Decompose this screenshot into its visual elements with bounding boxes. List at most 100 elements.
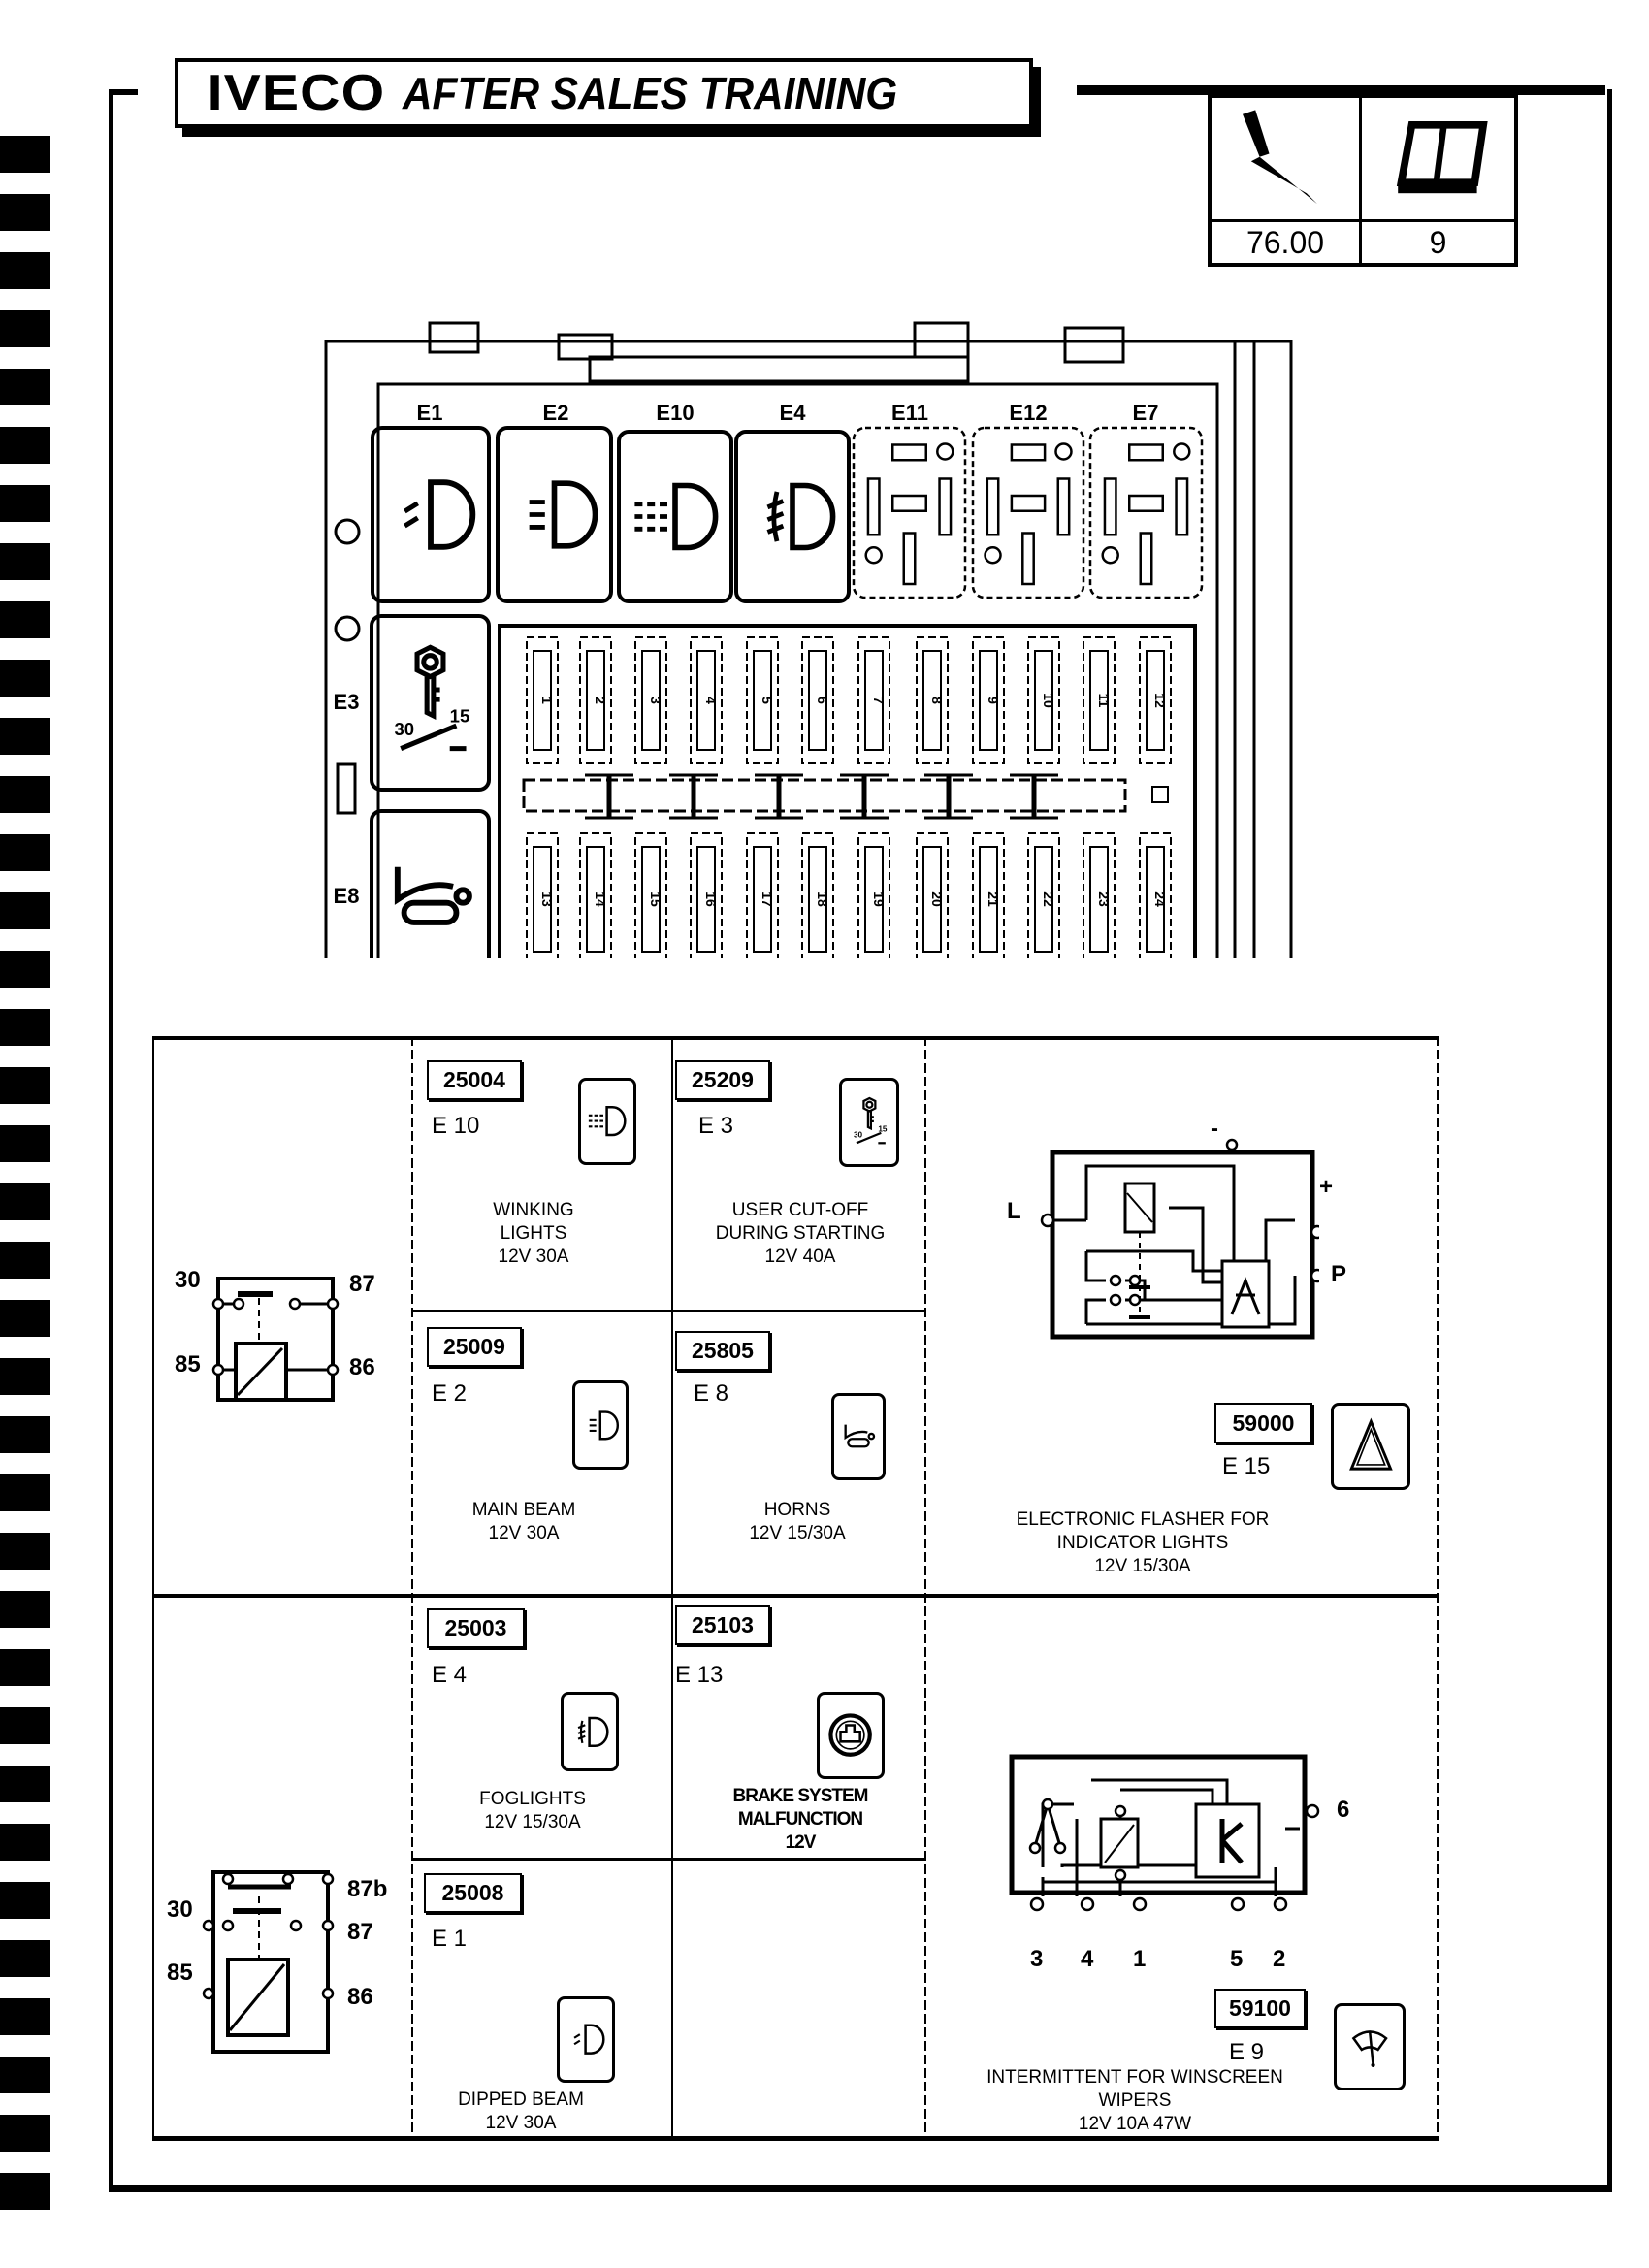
slot-label: E3 — [334, 690, 360, 714]
fuse-number: 14 — [593, 891, 608, 907]
slot-label: E10 — [656, 401, 694, 425]
description-line: 12V 30A — [498, 1247, 569, 1267]
description-line: WINKING — [493, 1200, 574, 1220]
relay-socket-e11 — [852, 426, 967, 599]
terminal-label: 86 — [349, 1354, 375, 1380]
brake-system-icon — [828, 1713, 873, 1758]
terminal-label: 87 — [349, 1271, 375, 1297]
table-gridline — [671, 1036, 673, 2140]
binding-tab — [0, 1882, 50, 1919]
hazard-triangle-icon — [1348, 1417, 1393, 1471]
fuse-8: 8 — [916, 636, 949, 764]
lightning-bolt-icon — [1212, 98, 1362, 222]
fuse-panel — [498, 624, 1197, 958]
description-line: 12V 30A — [488, 1523, 560, 1543]
bus-bar — [522, 778, 1127, 813]
terminal-label: 87b — [347, 1876, 388, 1902]
svg-text:15: 15 — [450, 706, 470, 727]
binding-tab — [0, 136, 50, 173]
fuse-number: 22 — [1041, 891, 1056, 907]
fuse-number: 3 — [648, 697, 663, 704]
fuse-2: 2 — [579, 636, 612, 764]
table-gridline — [152, 2136, 1439, 2141]
svg-text:30: 30 — [394, 719, 414, 739]
binding-tab — [0, 252, 50, 289]
fuse-number: 20 — [929, 891, 945, 907]
relay-code: 59000 — [1214, 1403, 1312, 1443]
binding-tab — [0, 485, 50, 522]
fuse-7: 7 — [857, 636, 890, 764]
relay-icon-box — [817, 1692, 885, 1779]
binding-tab — [0, 1998, 50, 2035]
fuse-15: 15 — [634, 832, 667, 958]
winking-lights-relay-socket — [617, 430, 733, 603]
binding-tab — [0, 310, 50, 347]
fuse-18: 18 — [801, 832, 834, 958]
svg-text:15: 15 — [878, 1124, 888, 1133]
binding-tab — [0, 1766, 50, 1802]
fuse-number: 21 — [986, 891, 1001, 907]
relay-socket-e12 — [971, 426, 1085, 599]
binding-tab — [0, 1067, 50, 1104]
fuse-number: 16 — [703, 891, 719, 907]
relay-icon-box — [831, 1393, 886, 1480]
terminal-label: 1 — [1133, 1946, 1147, 1972]
relay-position: E 15 — [1222, 1453, 1271, 1479]
fuse-17: 17 — [746, 832, 779, 958]
description-line: FOGLIGHTS — [479, 1789, 586, 1809]
winking-lights-icon — [634, 482, 719, 551]
fuse-5: 5 — [746, 636, 779, 764]
slot-label: E7 — [1133, 401, 1159, 425]
dipped-beam-icon — [404, 479, 476, 550]
fuse-number: 1 — [539, 697, 555, 704]
description-line: ELECTRONIC FLASHER FOR — [1016, 1509, 1270, 1530]
fuse-24: 24 — [1139, 832, 1172, 958]
relay-icon-box — [561, 1692, 619, 1771]
description-line: DIPPED BEAM — [458, 2090, 584, 2110]
relay-position: E 10 — [432, 1113, 480, 1139]
ignition-key-relay-socket: 30 15 — [370, 614, 491, 792]
dipped-beam-relay-socket — [371, 426, 491, 603]
section-number: 76.00 — [1212, 222, 1362, 263]
main-beam-icon — [529, 480, 598, 549]
slot-label: E1 — [417, 401, 443, 425]
table-gridline — [411, 1310, 926, 1312]
fuse-3: 3 — [634, 636, 667, 764]
fuse-1: 1 — [526, 636, 559, 764]
binding-tab — [0, 1707, 50, 1744]
binding-tab — [0, 718, 50, 755]
binding-tab — [0, 601, 50, 638]
fuse-number: 9 — [986, 697, 1001, 704]
binding-tab — [0, 776, 50, 813]
horn-icon — [844, 1425, 876, 1448]
fuse-number: 5 — [760, 697, 775, 704]
terminal-label: 86 — [347, 1984, 373, 2010]
wiper-icon — [1351, 2030, 1388, 2068]
fuse-11: 11 — [1083, 636, 1116, 764]
relay-socket-e7 — [1088, 426, 1204, 599]
terminal-label: 4 — [1081, 1946, 1094, 1972]
table-gridline — [152, 1036, 1439, 1040]
slot-label: E4 — [780, 401, 807, 425]
fuse-number: 10 — [1041, 693, 1056, 708]
fuse-number: 24 — [1152, 891, 1168, 907]
header-banner: IVECO AFTER SALES TRAINING — [175, 58, 1033, 128]
horn-relay-socket — [370, 809, 491, 958]
slot-label: E2 — [543, 401, 569, 425]
main-beam-icon — [589, 1409, 620, 1441]
fuse-number: 17 — [760, 891, 775, 907]
relay-code: 59100 — [1214, 1989, 1306, 2028]
binding-tab — [0, 1183, 50, 1220]
relay-code: 25008 — [424, 1873, 522, 1913]
binding-tab — [0, 1300, 50, 1337]
description-line: 12V — [785, 1832, 817, 1853]
description-line: INTERMITTENT FOR WINSCREEN — [986, 2067, 1283, 2088]
terminal-label: P — [1331, 1261, 1347, 1287]
binding-tab — [0, 427, 50, 464]
binding-tab — [0, 1474, 50, 1511]
